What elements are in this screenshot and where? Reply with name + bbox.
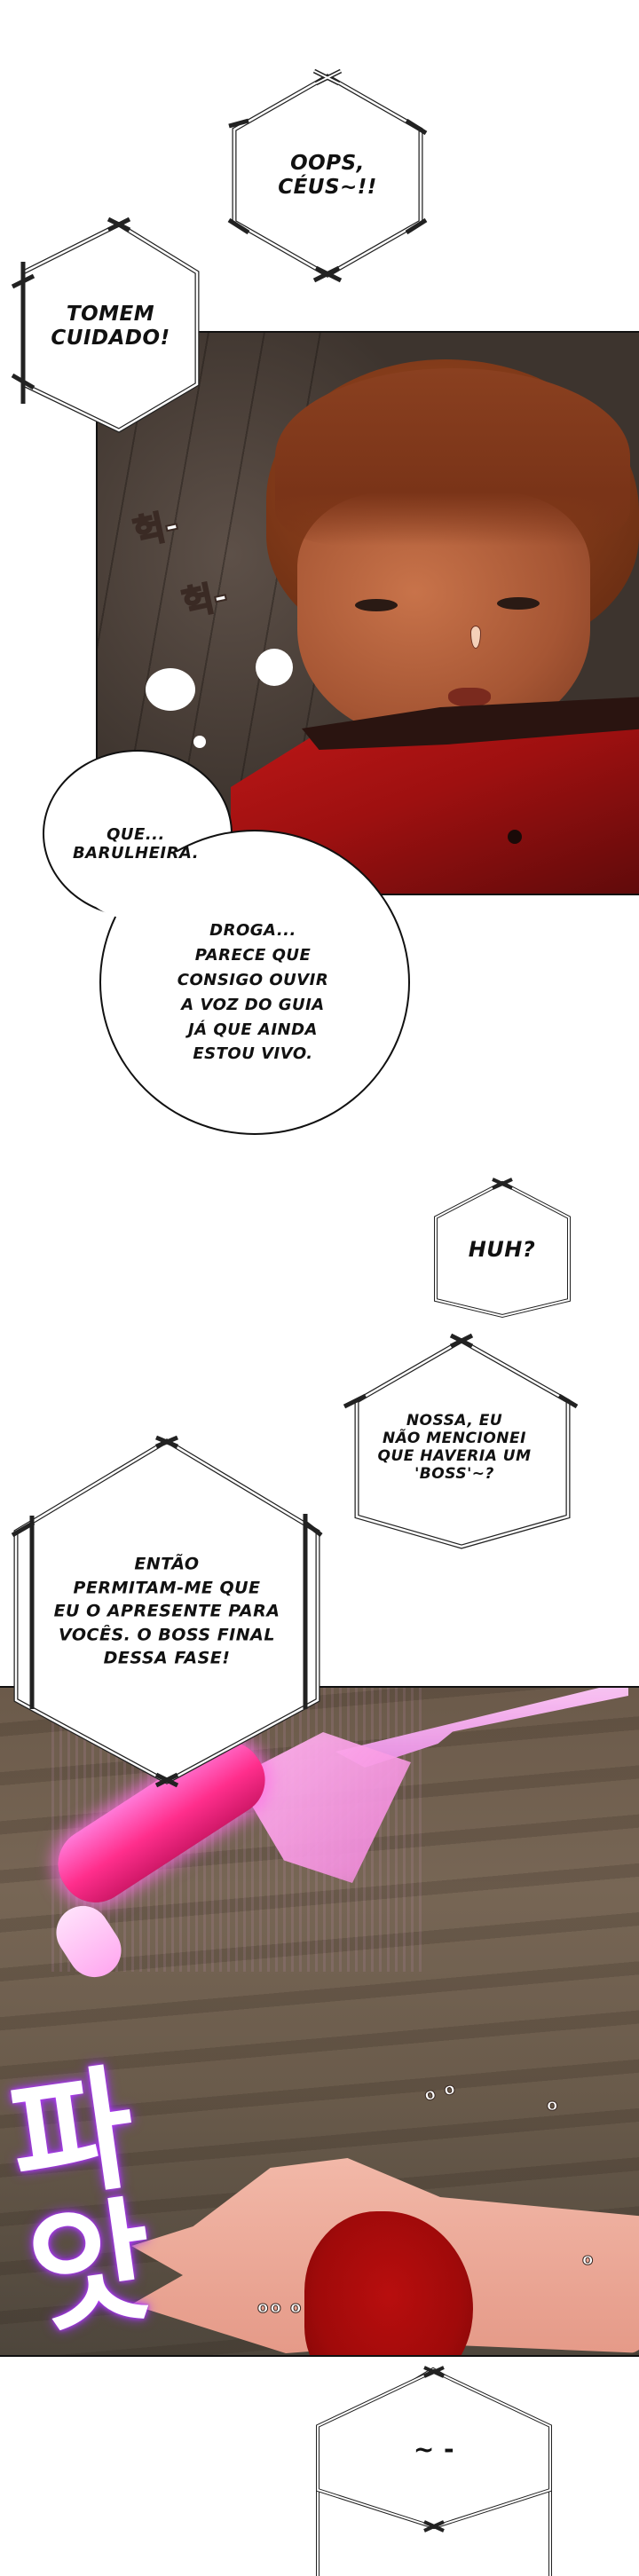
bubble-line: PARECE QUE — [194, 945, 312, 965]
speech-bubble-tomem: TOMEM CUIDADO! — [11, 217, 201, 435]
bubble-line: 'BOSS'~? — [414, 1464, 494, 1483]
bubble-line: NÃO MENCIONEI — [383, 1429, 526, 1447]
bubble-line: VOCÊS. O BOSS FINAL — [59, 1625, 275, 1645]
right-eye — [497, 597, 540, 610]
left-eye — [355, 599, 398, 611]
hexagon-frame-icon — [343, 1333, 579, 1549]
bubble-line: QUE... — [106, 825, 165, 844]
bubble-line: CONSIGO OUVIR — [177, 970, 329, 989]
bubble-line: ENTÃO — [134, 1554, 200, 1574]
bubble-merge-fill — [89, 852, 266, 923]
breath-puff — [146, 668, 195, 711]
hexagon-frame-icon — [11, 217, 200, 433]
bubble-line: JÁ QUE AINDA — [188, 1020, 318, 1039]
breath-puff — [193, 736, 206, 748]
hexagon-frame-icon — [434, 1178, 571, 1319]
sfx-paat: 파앗 — [0, 2048, 221, 2355]
sfx-trembling: o — [581, 2250, 596, 2270]
bubble-text: TOMEM CUIDADO! — [11, 302, 201, 350]
bubble-line: DESSA FASE! — [103, 1648, 231, 1668]
speech-bubble-nossa: NOSSA, EU NÃO MENCIONEI QUE HAVERIA UM '… — [335, 1325, 579, 1549]
bubble-line: BARULHEIRA. — [72, 844, 200, 863]
bubble-line: CÉUS~!! — [278, 176, 377, 199]
bubble-line: CUIDADO! — [51, 326, 170, 350]
bubble-line: OOPS, — [290, 151, 365, 175]
sfx-text: 파앗 — [0, 2055, 165, 2342]
speech-bubble-huh: HUH? — [429, 1176, 575, 1322]
bubble-line: EU O APRESENTE PARA — [53, 1601, 280, 1621]
bubble-text-que: QUE... BARULHEIRA. — [43, 825, 229, 863]
hexagon-frame-icon — [227, 68, 428, 283]
breath-puff — [256, 649, 293, 686]
comic-panel-sword-hand: o o o oo o o 파앗 — [0, 1686, 639, 2357]
sfx-trembling: oo o — [256, 2298, 304, 2318]
bubble-line: TOMEM — [66, 302, 155, 326]
bubble-line: NOSSA, EU — [406, 1411, 503, 1430]
open-mouth — [448, 688, 491, 707]
bubble-text: ~ - — [312, 2434, 556, 2463]
sfx-trembling: o — [546, 2096, 560, 2115]
bubble-text: HUH? — [429, 1236, 575, 1261]
bubble-line: ~ - — [413, 2434, 455, 2464]
speech-bubble-oops: OOPS, CÉUS~!! — [227, 68, 428, 283]
hexagon-frame-icon — [11, 1435, 323, 1788]
hair-bangs — [275, 368, 630, 546]
speech-bubble-tilde-lower: ~ - — [312, 2366, 556, 2533]
bubble-text: NOSSA, EU NÃO MENCIONEI QUE HAVERIA UM '… — [335, 1411, 573, 1482]
hexagon-frame-icon — [316, 2366, 552, 2533]
bubble-line: DROGA... — [209, 921, 296, 940]
bubble-line: PERMITAM-ME QUE — [73, 1578, 261, 1598]
sweat-drop — [470, 626, 481, 649]
bubble-text: ENTÃO PERMITAM-ME QUE EU O APRESENTE PAR… — [12, 1553, 321, 1671]
jacket-button — [508, 830, 522, 844]
bubble-line: ESTOU VIVO. — [193, 1044, 313, 1064]
bubble-line: HUH? — [468, 1236, 536, 1262]
speech-bubble-entao: ENTÃO PERMITAM-ME QUE EU O APRESENTE PAR… — [11, 1435, 323, 1788]
bubble-line: QUE HAVERIA UM — [377, 1446, 532, 1465]
bubble-line: A VOZ DO GUIA — [181, 995, 325, 1014]
bubble-text: OOPS, CÉUS~!! — [229, 152, 426, 200]
comic-panel-exhausted-man: 헉- 헉- — [96, 331, 639, 895]
bubble-text-droga: DROGA... PARECE QUE CONSIGO OUVIR A VOZ … — [99, 918, 406, 1067]
